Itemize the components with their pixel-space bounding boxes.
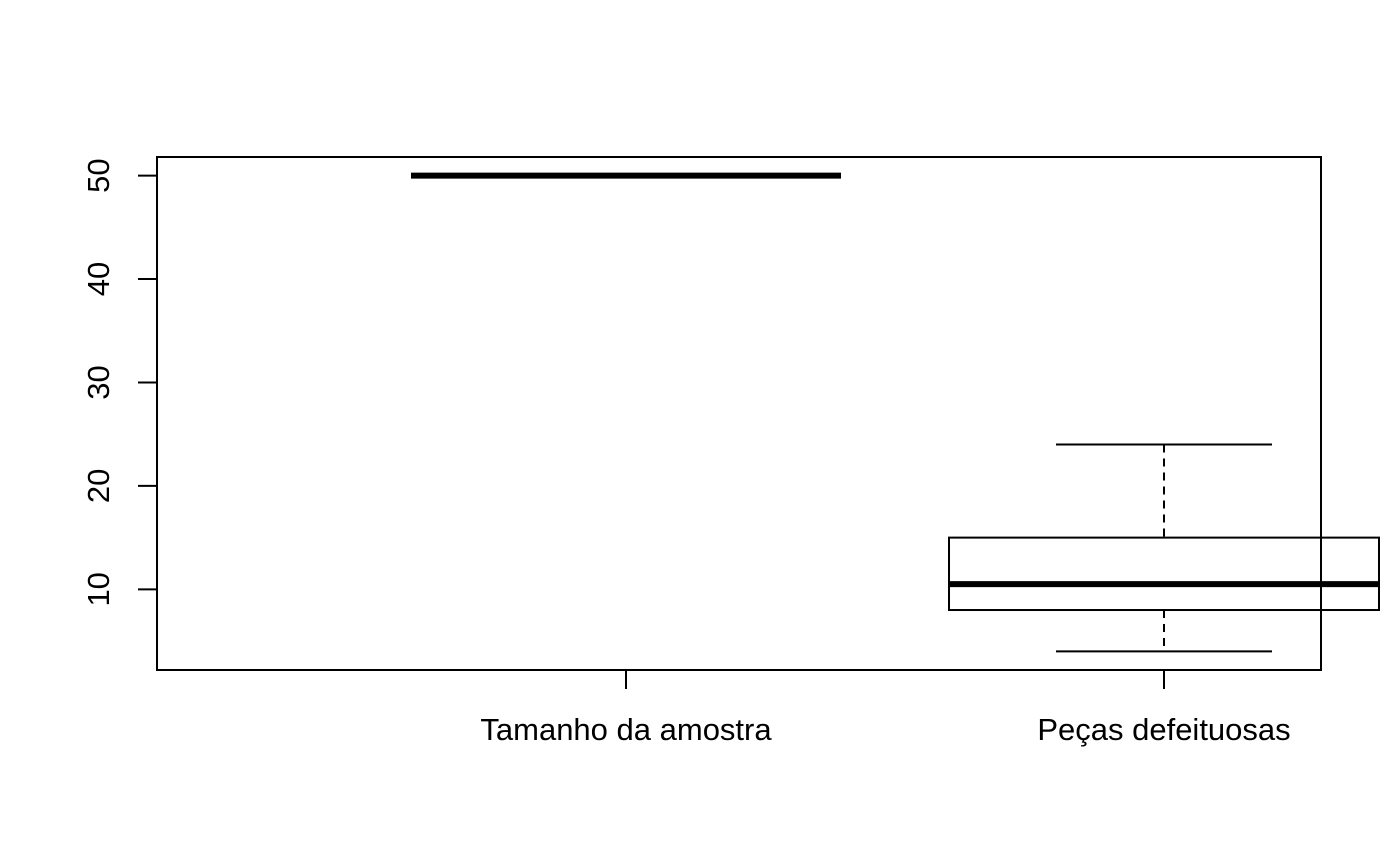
x-category-label: Peças defeituosas <box>1037 712 1290 747</box>
boxes-layer <box>411 172 1380 653</box>
y-axis: 10 20 30 40 50 <box>81 158 158 607</box>
y-tick-label: 50 <box>81 158 116 192</box>
y-tick-label: 10 <box>81 572 116 606</box>
box-iqr <box>948 536 1380 612</box>
y-tick-label: 20 <box>81 469 116 503</box>
y-tick-label: 40 <box>81 262 116 296</box>
y-tick-label: 30 <box>81 365 116 399</box>
plot-frame <box>156 156 1322 671</box>
x-category-label: Tamanho da amostra <box>480 712 772 747</box>
x-axis: Tamanho da amostra Peças defeituosas <box>480 670 1291 747</box>
box-2 <box>948 443 1380 653</box>
